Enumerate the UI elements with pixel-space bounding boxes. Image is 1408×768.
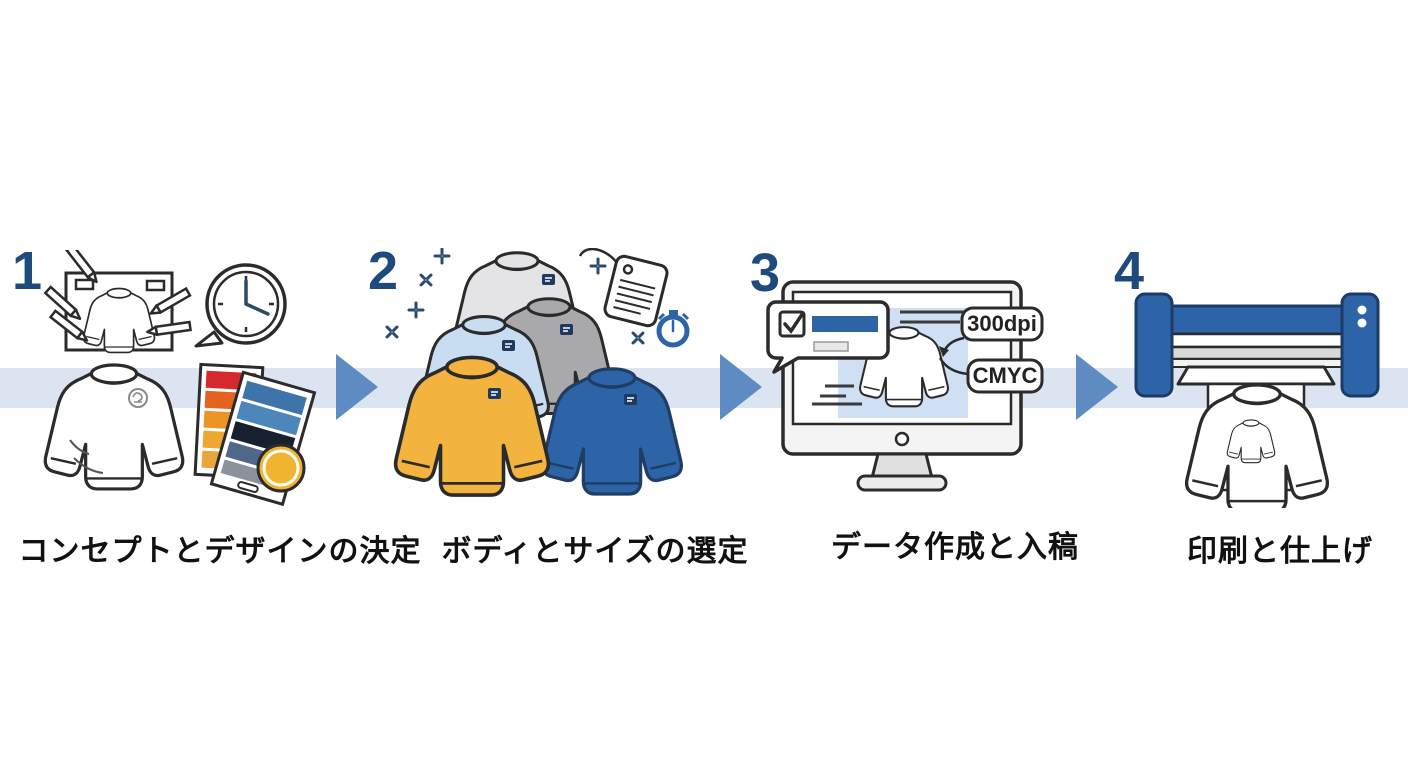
step4-number: 4 [1114, 241, 1145, 301]
dpi-tag: 300dpi [939, 306, 1044, 357]
step1-label: コンセプトとデザインの決定 [18, 535, 422, 568]
step1-number: 1 [12, 241, 43, 301]
step3-illustration: 300dpi CMYC [766, 280, 1044, 492]
arrow-step1-to-step2-icon [336, 354, 378, 420]
sweatshirt-icon [43, 363, 185, 491]
color-mode-tag: CMYC [938, 357, 1044, 394]
color-swatches-icon [193, 362, 317, 507]
step3-label: データ作成と入稿 [831, 531, 1079, 564]
dpi-label: 300dpi [967, 311, 1037, 336]
stopwatch-icon [656, 310, 690, 348]
step1-illustration [43, 250, 317, 507]
checkmark-icon [783, 311, 805, 334]
hang-tag-icon [578, 248, 669, 328]
checkbox-bubble-icon [766, 300, 890, 374]
arrow-step2-to-step3-icon [720, 354, 762, 420]
step2-illustration [380, 248, 690, 497]
step2-label: ボディとサイズの選定 [441, 535, 749, 568]
step4-illustration [1134, 292, 1380, 508]
arrow-step3-to-step4-icon [1076, 354, 1118, 420]
step4-label: 印刷と仕上げ [1187, 535, 1373, 568]
step2-number: 2 [368, 241, 399, 301]
printer-icon [1134, 292, 1380, 398]
clock-icon [194, 263, 287, 348]
step3-number: 3 [750, 243, 781, 303]
color-mode-label: CMYC [973, 363, 1038, 388]
